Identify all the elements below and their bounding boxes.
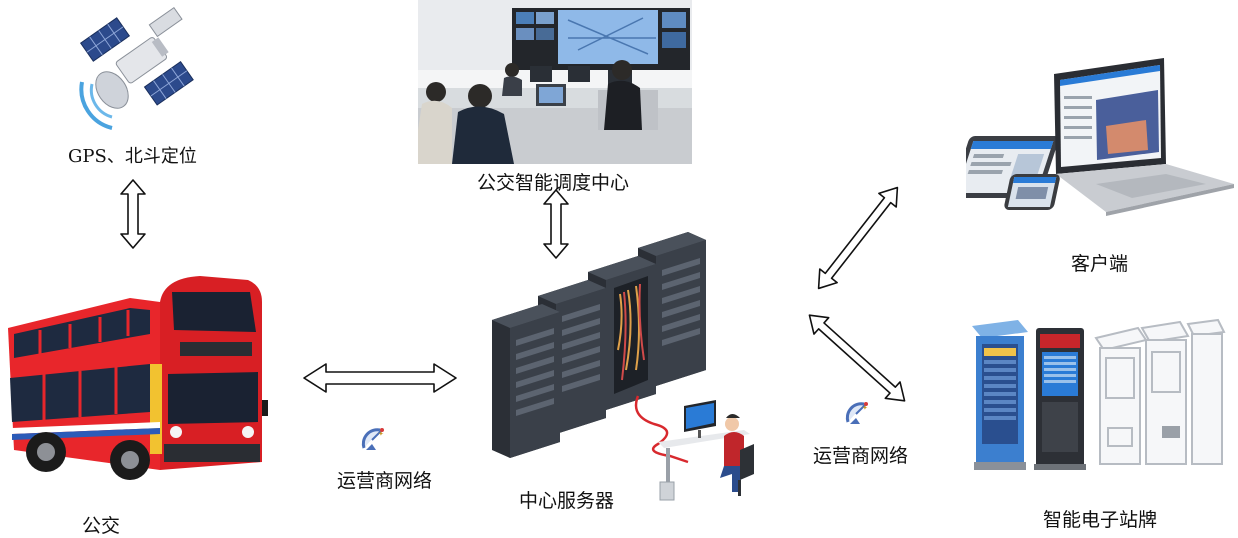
- svg-text:✦: ✦: [378, 430, 384, 438]
- bus-label: 公交: [82, 515, 121, 537]
- arrow-server-stop-sign: [808, 314, 906, 402]
- arrow-server-clients: [817, 186, 899, 290]
- bus-illustration: [0, 272, 272, 480]
- stop-sign-label: 智能电子站牌: [1043, 509, 1158, 531]
- satellite-dish-icon-right: ✦: [845, 402, 868, 424]
- client-devices-illustration: [966, 56, 1238, 216]
- server-illustration: [488, 230, 758, 510]
- satellite-label: GPS、北斗定位: [68, 146, 197, 167]
- network-left-label: 运营商网络: [337, 470, 433, 492]
- satellite-dish-icon-left: ✦: [361, 428, 384, 450]
- arrow-bus-server: [303, 363, 457, 393]
- dispatch-center-photo: [418, 0, 692, 164]
- arrow-satellite-bus: [120, 179, 146, 249]
- server-label: 中心服务器: [519, 490, 615, 512]
- network-right-label: 运营商网络: [813, 445, 909, 467]
- dispatch-center-label: 公交智能调度中心: [477, 172, 630, 194]
- stop-sign-illustration: [966, 318, 1228, 474]
- svg-text:✦: ✦: [862, 404, 868, 412]
- clients-label: 客户端: [1071, 253, 1129, 275]
